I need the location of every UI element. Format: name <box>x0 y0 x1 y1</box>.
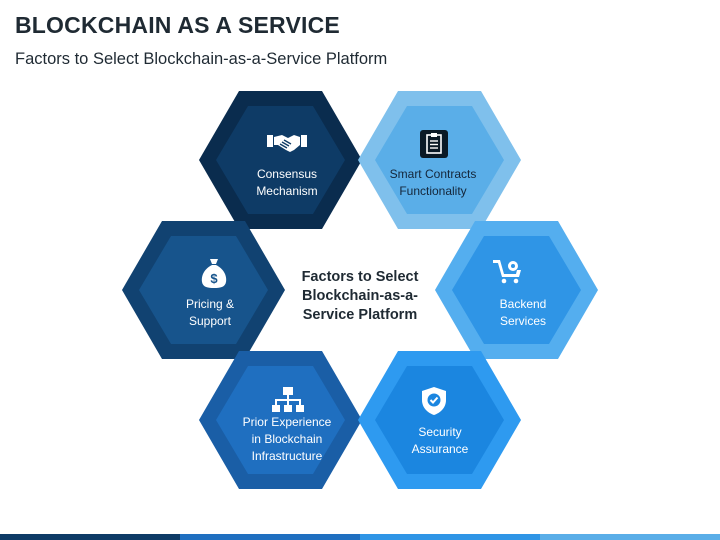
bottom-color-bar <box>0 534 720 540</box>
bottom-bar-segment <box>0 534 180 540</box>
hexagon-prior-experience <box>199 351 362 489</box>
center-heading: Factors to Select Blockchain-as-a- Servi… <box>301 269 419 323</box>
factor-label-pricing: Pricing &Support <box>185 297 235 328</box>
hierarchy-icon <box>272 387 304 412</box>
hexagon-pricing-support <box>122 221 285 359</box>
hexagon-consensus-mechanism <box>199 91 362 229</box>
handshake-icon <box>267 135 307 152</box>
money-bag-icon: $ <box>201 259 227 288</box>
hexagon-security-assurance <box>358 351 521 489</box>
shield-check-icon <box>422 387 446 415</box>
svg-text:$: $ <box>210 271 218 286</box>
page-subtitle: Factors to Select Blockchain-as-a-Servic… <box>15 50 388 68</box>
bottom-bar-segment <box>540 534 720 540</box>
hexagon-backend-services <box>435 221 598 359</box>
bottom-bar-segment <box>360 534 540 540</box>
cart-gear-icon <box>493 260 521 284</box>
hexagon-smart-contracts <box>358 91 521 229</box>
bottom-bar-segment <box>180 534 360 540</box>
page-title: BLOCKCHAIN AS A SERVICE <box>15 12 340 38</box>
clipboard-icon <box>420 130 448 158</box>
